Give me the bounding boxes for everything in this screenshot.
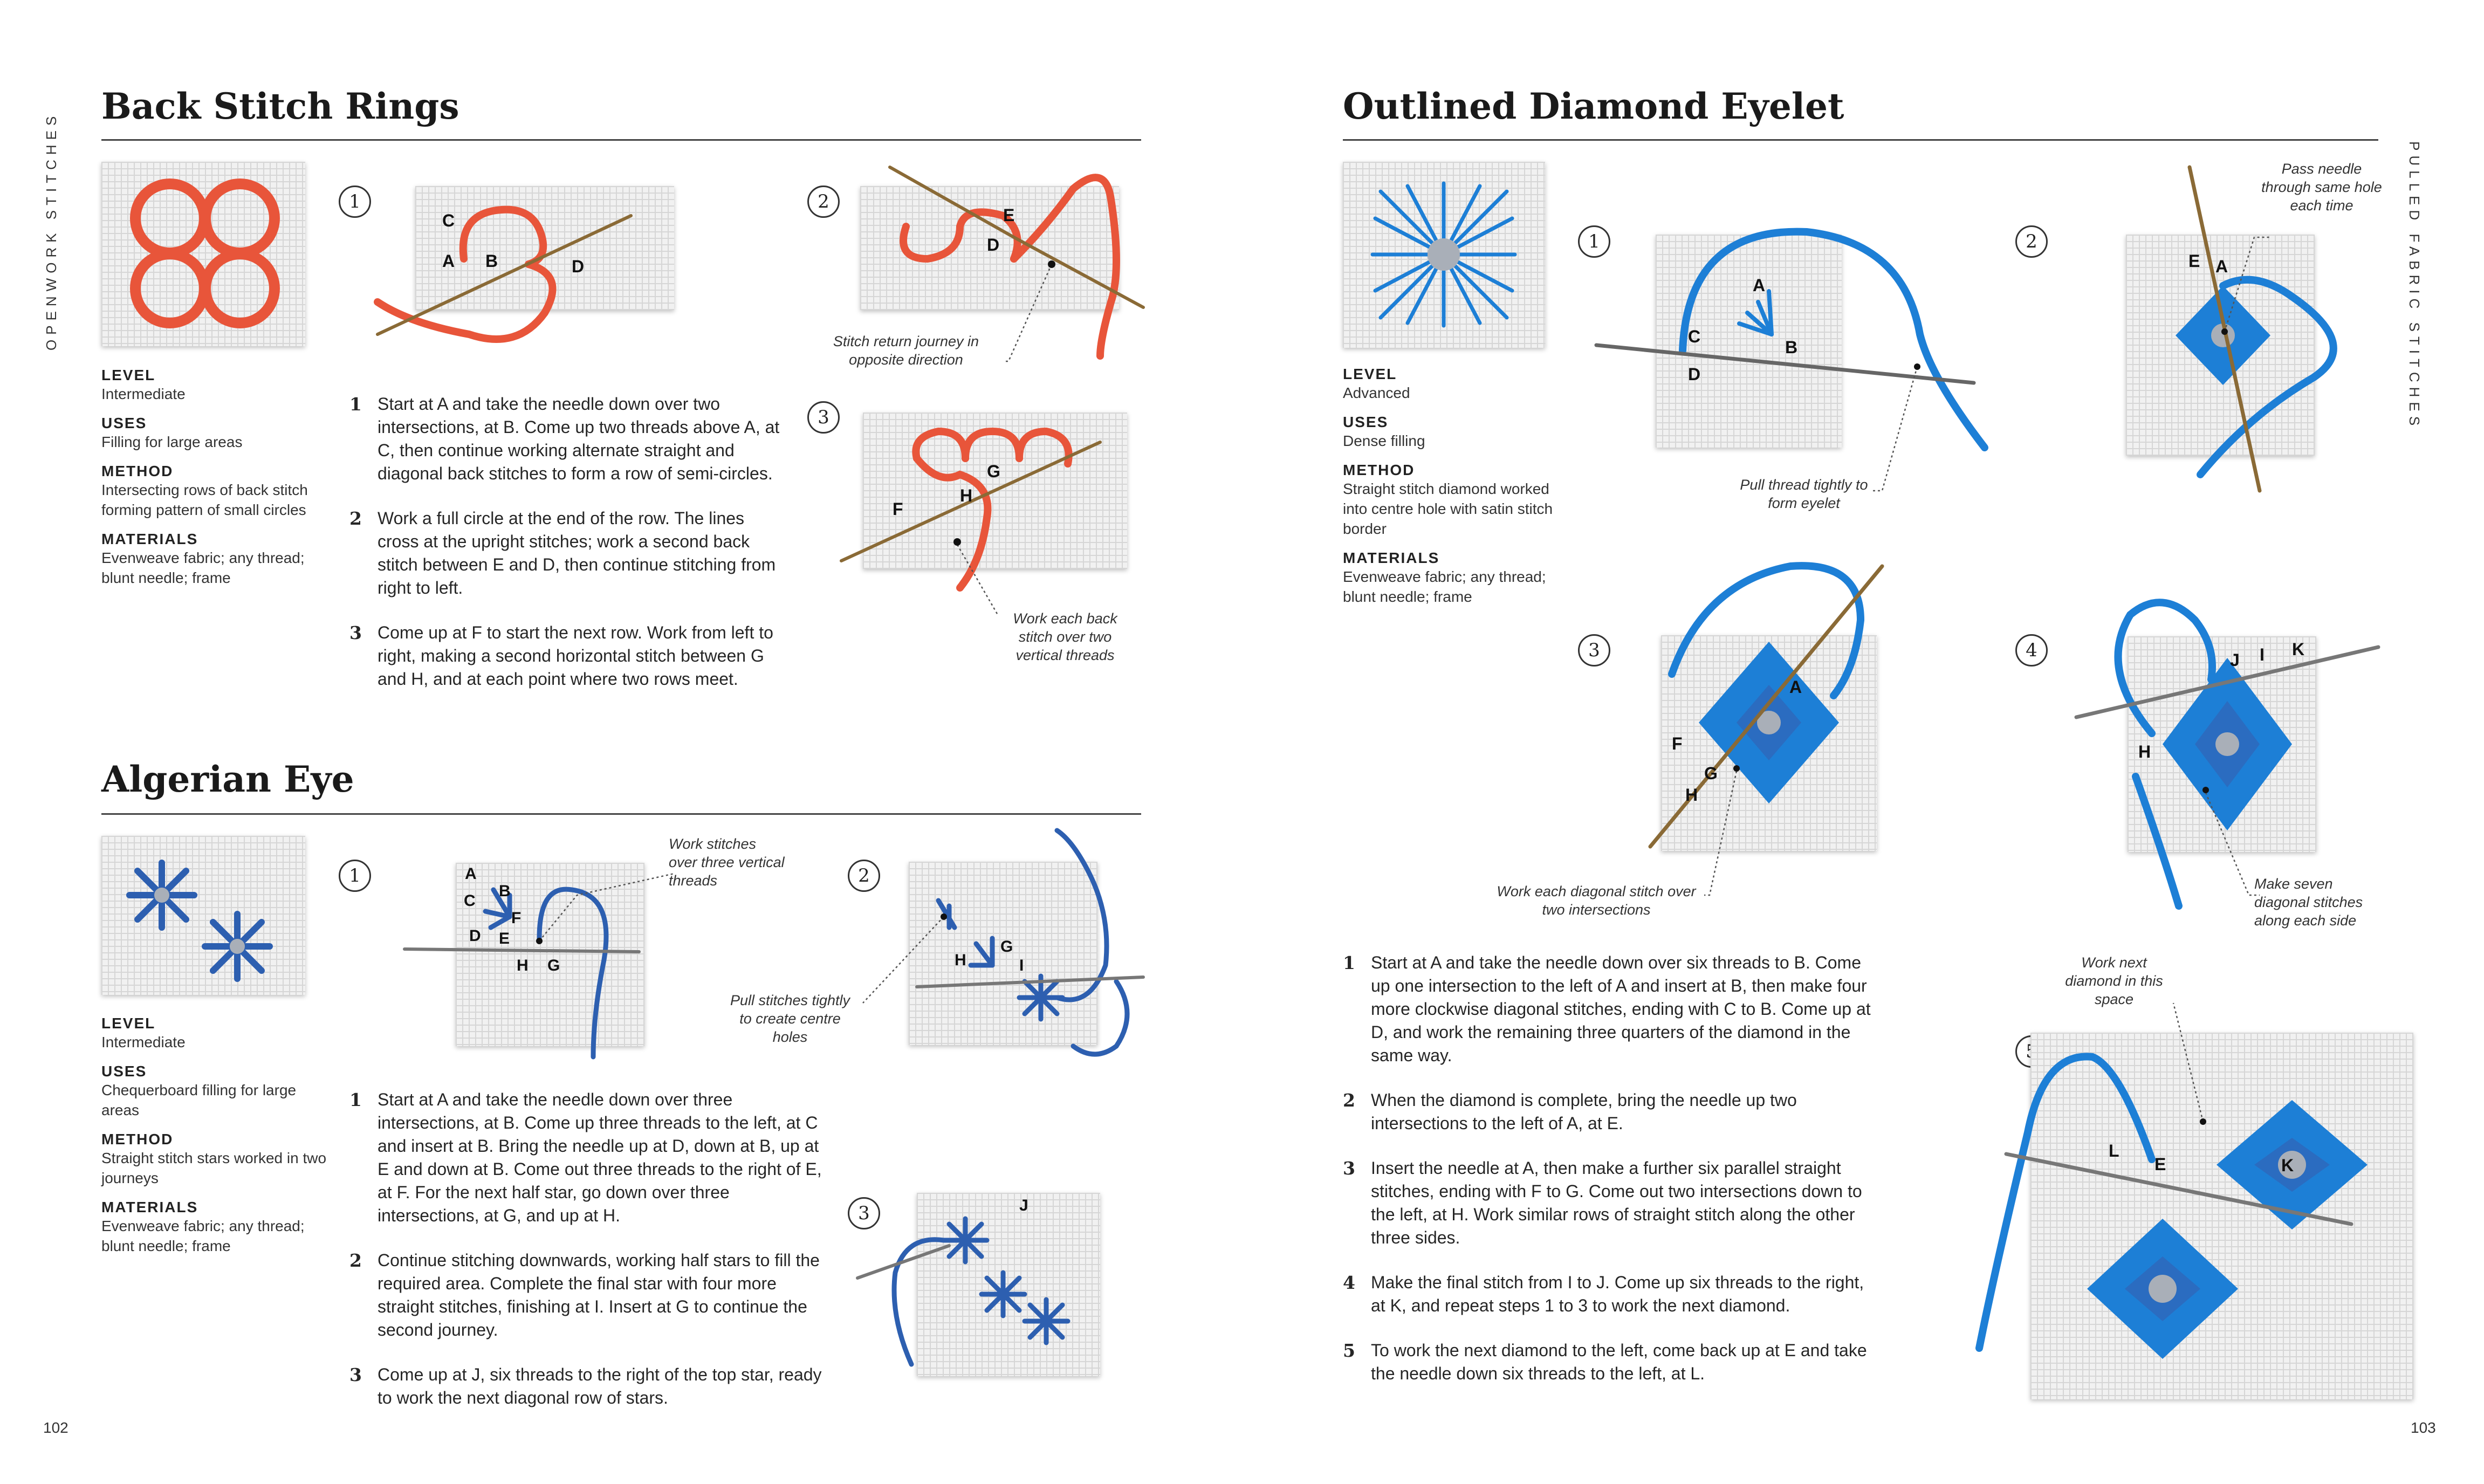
algerian-eye-info: LEVEL Intermediate USES Chequerboard fil… <box>101 1015 327 1254</box>
algerian-fig1-letter-d: D <box>469 927 481 945</box>
diamond-note-diag: Work each diagonal stitch over two inter… <box>1497 883 1696 918</box>
algerian-note-pull: Pull stitches tightly to create centre h… <box>730 992 850 1045</box>
diamond-eyelet-title: Outlined Diamond Eyelet <box>1343 85 1844 127</box>
diamond-fig4-letter-j: J <box>2230 650 2240 670</box>
diamond-fig3-letter-g: G <box>1704 764 1718 783</box>
diamond-fig1-letter-b: B <box>1785 338 1797 357</box>
algerian-eye-fig-3-number: 3 <box>848 1197 880 1229</box>
diamond-eyelet-rule <box>1343 139 2378 141</box>
back-stitch-rule <box>101 139 1141 141</box>
algerian-eye-fig-2 <box>909 862 1097 1045</box>
algerian-fig1-letter-a: A <box>465 865 477 883</box>
algerian-note-three: Work stitches over three vertical thread… <box>669 836 785 889</box>
algerian-fig1-letter-h: H <box>517 957 529 974</box>
back-stitch-fig1-letter-b: B <box>485 251 498 271</box>
diamond-note-pass: Pass needle through same hole each time <box>2261 161 2382 214</box>
page-number-left: 102 <box>43 1419 68 1436</box>
diamond-fig4-letter-i: I <box>2260 645 2265 664</box>
diamond-fig-1 <box>1656 235 1842 448</box>
algerian-fig3-letter-j: J <box>1019 1197 1028 1214</box>
back-stitch-note-vertical: Work each back stitch over two vertical … <box>1013 610 1117 663</box>
algerian-eye-swatch <box>101 836 305 995</box>
diamond-fig-5 <box>2030 1033 2413 1399</box>
diamond-fig4-letter-h: H <box>2138 742 2151 761</box>
back-stitch-fig1-letter-a: A <box>442 251 455 271</box>
back-stitch-fig3-letter-h: H <box>960 486 972 505</box>
diamond-note-next: Work next diamond in this space <box>2065 954 2163 1007</box>
back-stitch-fig3-letter-g: G <box>987 462 1000 481</box>
algerian-fig2-letter-h: H <box>955 951 966 969</box>
diamond-fig-1-number: 1 <box>1578 225 1610 258</box>
algerian-fig2-letter-g: G <box>1000 938 1013 956</box>
diamond-fig3-letter-h: H <box>1685 785 1698 805</box>
back-stitch-fig3-letter-f: F <box>893 499 903 519</box>
back-stitch-fig2-letter-d: D <box>987 235 999 255</box>
algerian-eye-title: Algerian Eye <box>101 758 354 800</box>
diamond-eyelet-info: LEVEL Advanced USES Dense filling METHOD… <box>1343 366 1553 605</box>
diamond-fig4-letter-k: K <box>2292 640 2304 659</box>
algerian-eye-rule <box>101 813 1141 815</box>
back-stitch-fig2-letter-e: E <box>1003 205 1014 225</box>
diamond-fig5-letter-l: L <box>2109 1141 2119 1160</box>
diamond-fig5-letter-k: K <box>2281 1156 2294 1175</box>
page-number-right: 103 <box>2411 1419 2436 1436</box>
diamond-fig3-letter-f: F <box>1672 734 1683 753</box>
back-stitch-fig1-letter-d: D <box>572 257 584 276</box>
back-stitch-fig-3-number: 3 <box>807 401 840 434</box>
diamond-fig5-letter-e: E <box>2154 1155 2166 1174</box>
algerian-eye-fig-1-number: 1 <box>339 860 371 892</box>
diamond-fig1-letter-a: A <box>1753 276 1765 295</box>
diamond-fig-2-number: 2 <box>2015 225 2048 258</box>
back-stitch-title: Back Stitch Rings <box>101 85 459 127</box>
diamond-fig1-letter-c: C <box>1688 327 1700 346</box>
algerian-fig1-letter-g: G <box>547 957 560 974</box>
back-stitch-info: LEVEL Intermediate USES Filling for larg… <box>101 367 308 586</box>
diamond-fig3-letter-a: A <box>1789 677 1802 697</box>
algerian-fig1-letter-f: F <box>511 909 521 927</box>
diamond-fig2-letter-a: A <box>2215 257 2228 276</box>
back-stitch-note-return: Stitch return journey in opposite direct… <box>833 333 979 368</box>
diamond-fig2-letter-e: E <box>2188 251 2200 271</box>
diamond-fig-4-number: 4 <box>2015 634 2048 667</box>
algerian-eye-fig-2-number: 2 <box>848 860 880 892</box>
algerian-fig1-letter-e: E <box>499 930 510 947</box>
back-stitch-fig-2-number: 2 <box>807 186 840 218</box>
diamond-note-seven: Make seven diagonal stitches along each … <box>2254 876 2363 929</box>
diamond-fig1-letter-d: D <box>1688 365 1700 384</box>
algerian-fig1-letter-c: C <box>464 892 476 910</box>
algerian-fig2-letter-i: I <box>1019 957 1024 974</box>
diamond-fig-3-number: 3 <box>1578 634 1610 667</box>
back-stitch-fig-1-number: 1 <box>339 186 371 218</box>
algerian-fig1-letter-b: B <box>499 882 511 900</box>
back-stitch-swatch <box>101 162 305 346</box>
diamond-note-pull: Pull thread tightly to form eyelet <box>1740 477 1868 511</box>
back-stitch-fig1-letter-c: C <box>442 211 455 230</box>
